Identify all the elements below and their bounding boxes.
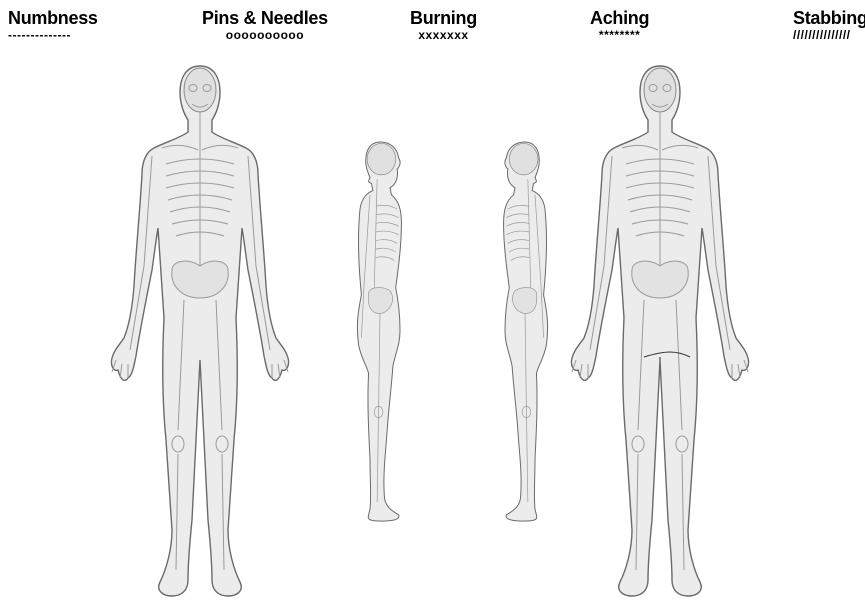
legend-label: Numbness — [8, 8, 98, 28]
legend-symbol: oooooooooo — [202, 28, 328, 42]
legend-label: Aching — [590, 8, 649, 28]
legend-numbness: Numbness -------------- — [8, 8, 98, 42]
legend-burning: Burning xxxxxxx — [410, 8, 477, 42]
back-body-view[interactable] — [571, 66, 748, 596]
legend-label: Burning — [410, 8, 477, 28]
left-side-body-view[interactable] — [504, 142, 548, 521]
right-side-body-view[interactable] — [357, 142, 401, 521]
legend-symbol: ******** — [590, 28, 649, 42]
legend-label: Stabbing — [793, 8, 865, 28]
legend-symbol: -------------- — [8, 28, 98, 42]
legend-symbol: /////////////// — [793, 28, 865, 42]
legend-label: Pins & Needles — [202, 8, 328, 28]
legend-symbol: xxxxxxx — [410, 28, 477, 42]
legend-stabbing: Stabbing /////////////// — [793, 8, 865, 42]
body-diagram[interactable] — [0, 60, 865, 604]
legend-aching: Aching ******** — [590, 8, 649, 42]
front-body-view[interactable] — [111, 66, 288, 596]
legend-pins-and-needles: Pins & Needles oooooooooo — [202, 8, 328, 42]
